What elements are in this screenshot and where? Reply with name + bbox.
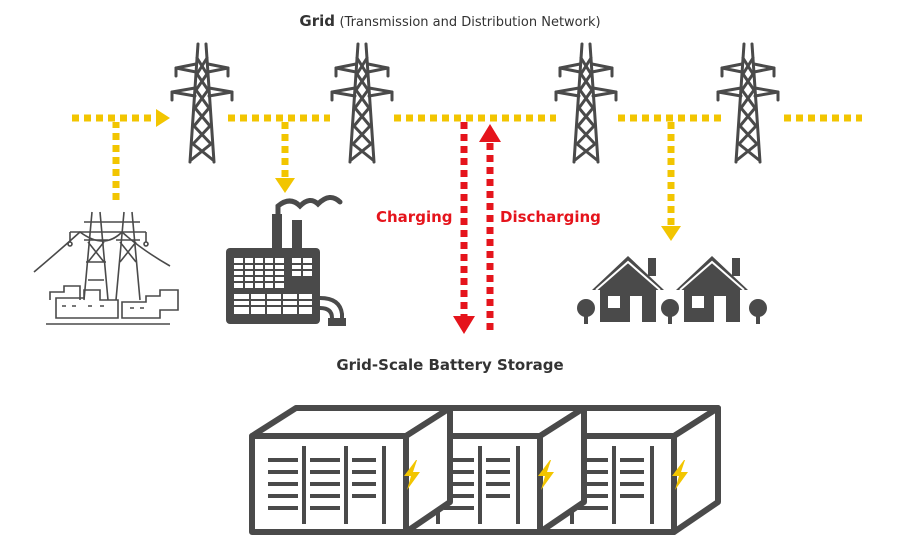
discharging-flow (479, 124, 501, 330)
grid-title-main: Grid (299, 12, 336, 30)
transmission-tower-icon (170, 42, 234, 164)
battery-container-icon (252, 408, 450, 532)
grid-title-subtitle: (Transmission and Distribution Network) (339, 15, 601, 30)
down-arrow-icon (275, 178, 295, 193)
charging-flow (453, 122, 475, 334)
grid-title: Grid (Transmission and Distribution Netw… (0, 12, 900, 30)
charging-label: Charging (376, 208, 453, 226)
house-icon (676, 256, 767, 324)
grid-arrow-right-icon (156, 109, 170, 127)
homes-feed-line (661, 122, 681, 241)
discharging-label: Discharging (500, 208, 601, 226)
transmission-tower-icon (716, 42, 780, 164)
house-icon (577, 256, 679, 324)
grid-line (72, 109, 862, 127)
factory-feed-line (275, 122, 295, 193)
charging-arrow-icon (453, 316, 475, 334)
transmission-tower-icon (330, 42, 394, 164)
discharging-arrow-icon (479, 124, 501, 142)
power-plant-icon (33, 211, 179, 325)
down-arrow-icon (661, 226, 681, 241)
factory-icon (226, 195, 346, 326)
storage-title: Grid-Scale Battery Storage (336, 356, 564, 374)
transmission-tower-icon (554, 42, 618, 164)
